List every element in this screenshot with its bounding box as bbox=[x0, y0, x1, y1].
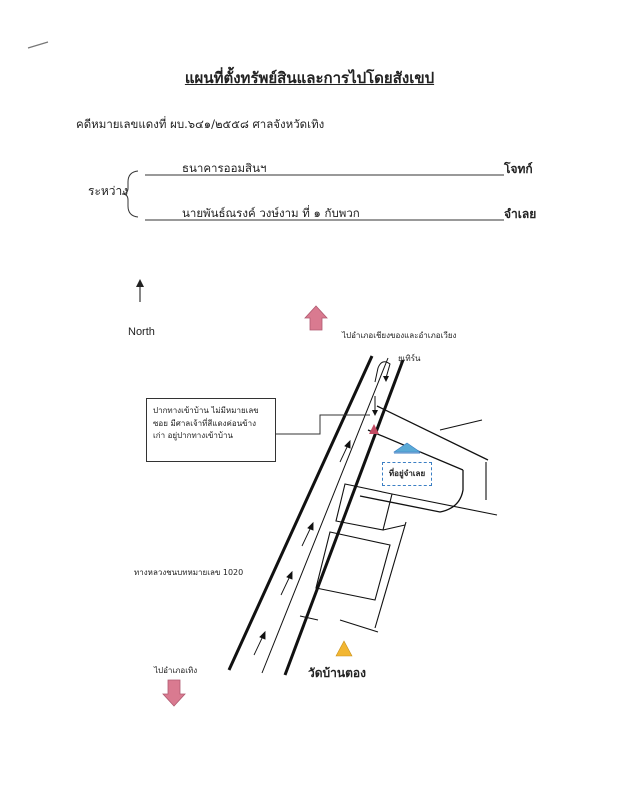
property-boundary bbox=[359, 470, 464, 513]
callout-connector bbox=[276, 414, 370, 435]
brace bbox=[121, 170, 139, 218]
bottom-direction-arrow bbox=[162, 679, 186, 707]
defendant-role: จำเลย bbox=[504, 207, 537, 221]
temple-marker bbox=[335, 640, 353, 657]
document-title: แผนที่ตั้งทรัพย์สินและการไปโดยสังเขป bbox=[184, 69, 435, 87]
plaintiff-name: ธนาคารออมสินฯ bbox=[182, 161, 267, 175]
between-label: ระหว่าง bbox=[88, 184, 129, 198]
pen-mark bbox=[27, 41, 49, 49]
main-road-west-edge bbox=[227, 355, 374, 671]
north-arrow-head bbox=[136, 279, 144, 287]
u-turn-icon bbox=[374, 361, 391, 383]
road-label: ทางหลวงชนบทหมายเลข 1020 bbox=[134, 568, 244, 577]
top-direction-label: ไปอำเภอเชียงของและอำเภอเวียง bbox=[342, 331, 457, 340]
property-label: ที่อยู่จำเลย bbox=[382, 462, 432, 486]
main-road-median bbox=[261, 357, 389, 674]
north-label: North bbox=[128, 326, 155, 338]
block-2 bbox=[315, 531, 391, 601]
plaintiff-role: โจทก์ bbox=[504, 162, 533, 176]
defendant-name: นายพันธ์ณรงค์ วงษ์งาม ที่ ๑ กับพวก bbox=[182, 206, 360, 220]
block-1 bbox=[335, 483, 393, 531]
main-road-east-edge bbox=[283, 359, 405, 676]
road-direction-arrows bbox=[253, 439, 351, 656]
case-number-line: คดีหมายเลขแดงที่ ผบ.๖๔๑/๒๕๕๘ ศาลจังหวัดเ… bbox=[76, 117, 325, 131]
u-turn-label: ยูเทิร์น bbox=[398, 354, 421, 363]
top-direction-arrow bbox=[304, 305, 328, 331]
house-roof-icon bbox=[393, 442, 421, 453]
soi-north-edge bbox=[376, 405, 489, 461]
shrine-marker bbox=[369, 424, 379, 434]
bottom-direction-label: ไปอำเภอเทิง bbox=[154, 666, 198, 675]
temple-label: วัดบ้านตอง bbox=[308, 666, 366, 680]
entrance-callout: ปากทางเข้าบ้าน ไม่มีหมายเลข ซอย มีศาลเจ้… bbox=[146, 398, 276, 462]
